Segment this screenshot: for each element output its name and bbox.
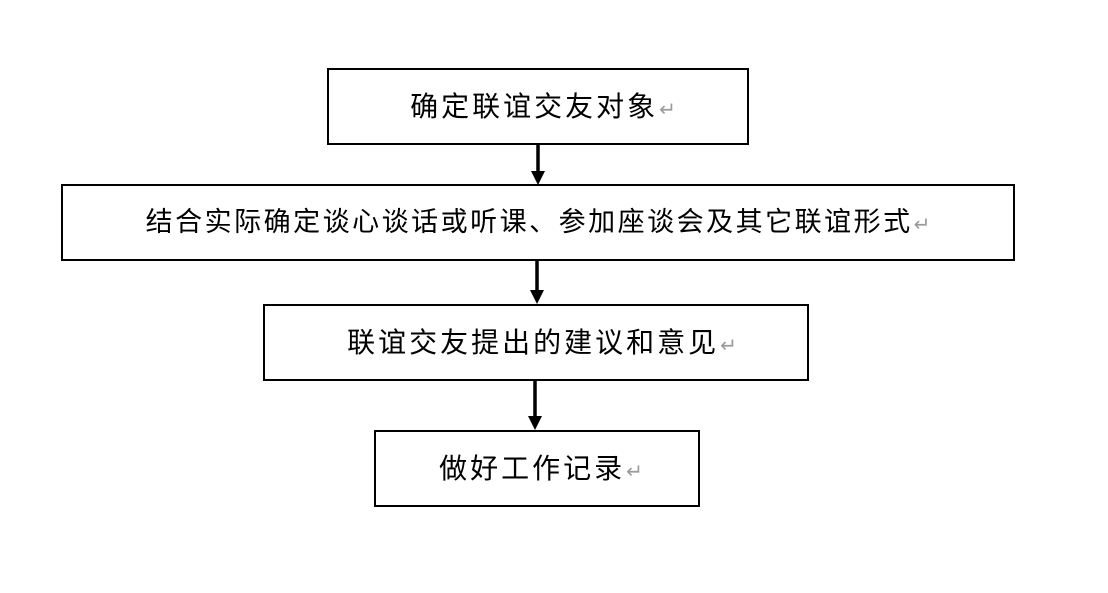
return-mark-icon: ↵ (913, 212, 931, 236)
down-arrow-icon (531, 145, 545, 185)
return-mark-icon: ↵ (626, 458, 643, 483)
down-arrow-icon (530, 261, 544, 304)
down-arrow-icon (528, 381, 542, 430)
step-3-box: 联谊交友提出的建议和意见↵ (263, 304, 809, 381)
step-4-label: 做好工作记录↵ (439, 451, 643, 485)
step-4-box: 做好工作记录↵ (374, 430, 700, 507)
step-2-label: 结合实际确定谈心谈话或听课、参加座谈会及其它联谊形式↵ (145, 207, 931, 238)
step-2-box: 结合实际确定谈心谈话或听课、参加座谈会及其它联谊形式↵ (61, 184, 1015, 261)
step-1-label: 确定联谊交友对象↵ (410, 89, 676, 123)
step-1-box: 确定联谊交友对象↵ (327, 68, 749, 145)
step-3-label: 联谊交友提出的建议和意见↵ (347, 325, 737, 359)
return-mark-icon: ↵ (659, 96, 676, 121)
return-mark-icon: ↵ (720, 332, 737, 357)
